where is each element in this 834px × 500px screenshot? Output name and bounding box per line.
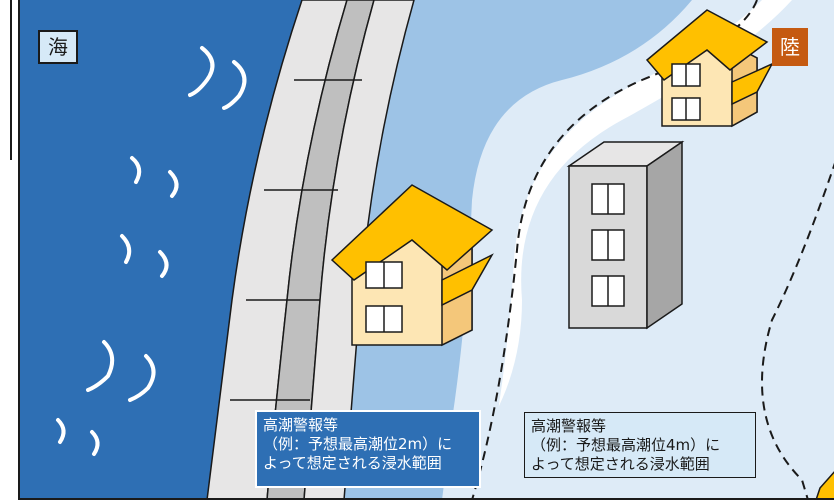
flood-zone-2m	[302, 0, 692, 498]
partial-roof	[815, 471, 834, 498]
sea-label: 海	[38, 30, 78, 64]
callout-flood-2m: 高潮警報等 （例：予想最高潮位2m）に よって想定される浸水範囲	[255, 410, 481, 488]
flood-boundary-4m-outer	[761, 162, 834, 498]
callout-flood-4m: 高潮警報等 （例：予想最高潮位4m）に よって想定される浸水範囲	[524, 412, 756, 478]
sea-area	[20, 0, 302, 498]
seawall-joints	[230, 79, 362, 401]
land-label: 陸	[772, 28, 808, 66]
house-top-right	[645, 9, 774, 128]
diagram-canvas	[20, 0, 834, 498]
left-border-line	[0, 0, 12, 160]
diagram-frame	[18, 0, 834, 500]
house-near-seawall	[330, 184, 494, 347]
apartment-building	[566, 140, 685, 330]
sea-waves	[56, 46, 247, 456]
